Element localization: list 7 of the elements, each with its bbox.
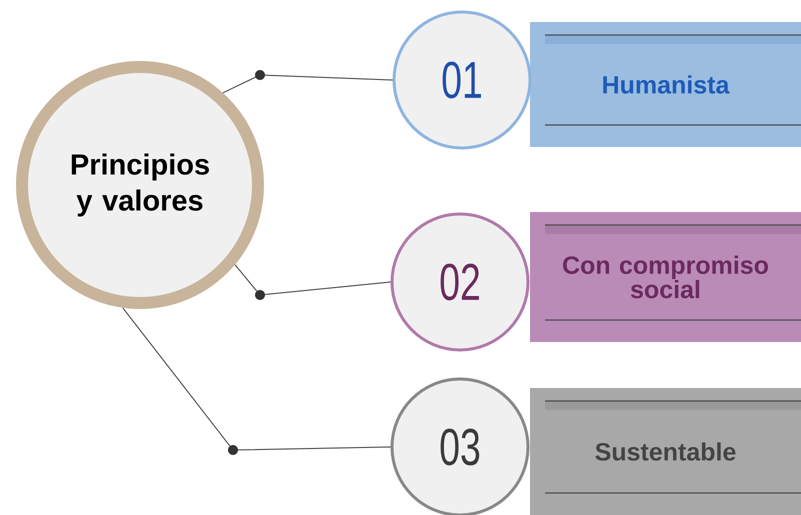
connector <box>122 307 391 455</box>
connector <box>234 264 391 300</box>
banner: Humanista <box>530 22 801 147</box>
connector <box>222 70 393 94</box>
banner: Sustentable <box>530 388 801 515</box>
circle-badge: Principios y valores <box>16 61 264 309</box>
banner: Con compromiso social <box>530 212 801 342</box>
